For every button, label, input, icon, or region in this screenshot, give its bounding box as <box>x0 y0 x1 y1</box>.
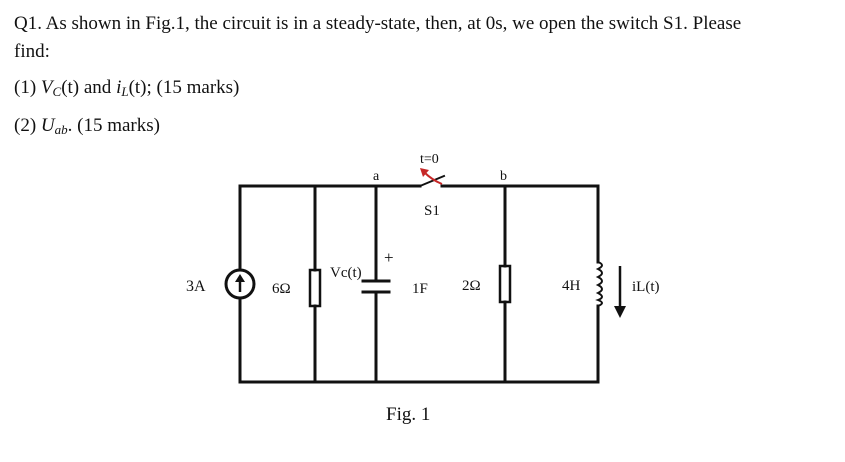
part2-suffix: . (15 marks) <box>67 115 160 136</box>
node-b-label: b <box>500 169 507 184</box>
switch-time-label: t=0 <box>420 152 439 167</box>
cap-label: 1F <box>412 281 428 297</box>
il-subscript: L <box>121 84 129 99</box>
current-source-icon <box>224 268 256 300</box>
node-a-label: a <box>373 169 380 184</box>
current-source-arrow-icon <box>235 274 245 292</box>
question-intro: Q1. As shown in Fig.1, the circuit is in… <box>14 13 742 34</box>
inductor-coil-icon <box>595 260 603 308</box>
source-label: 3A <box>186 278 206 295</box>
uab-symbol: U <box>40 115 55 136</box>
inductor-current-label: iL(t) <box>632 279 660 295</box>
cap-voltage-label: Vc(t) <box>330 265 362 281</box>
part1-prefix: (1) <box>14 77 41 98</box>
question-intro-continued: find: <box>14 41 50 62</box>
vc-subscript: C <box>52 84 62 99</box>
switch-blade <box>418 174 446 188</box>
inductor-label: 4H <box>562 278 581 294</box>
question-part-2: (2) Uab. (15 marks) <box>14 114 160 142</box>
cap-plus-sign: + <box>384 248 394 267</box>
part1-suffix: (t); (15 marks) <box>128 77 240 98</box>
uab-subscript: ab <box>54 122 68 137</box>
il-symbol: i <box>116 77 122 98</box>
r2-resistor-icon <box>498 264 512 304</box>
inductor-current-arrow-icon <box>614 266 626 318</box>
part1-middle: (t) and <box>61 77 117 98</box>
question-part-1: (1) VC(t) and iL(t); (15 marks) <box>14 76 239 104</box>
vc-symbol: V <box>40 77 53 98</box>
r1-label: 6Ω <box>272 281 291 297</box>
r2-label: 2Ω <box>462 278 481 294</box>
r1-resistor-icon <box>308 268 322 308</box>
part2-prefix: (2) <box>14 115 41 136</box>
switch-arrow-icon <box>420 168 443 185</box>
figure-caption: Fig. 1 <box>386 404 430 425</box>
switch-name-label: S1 <box>424 203 440 219</box>
